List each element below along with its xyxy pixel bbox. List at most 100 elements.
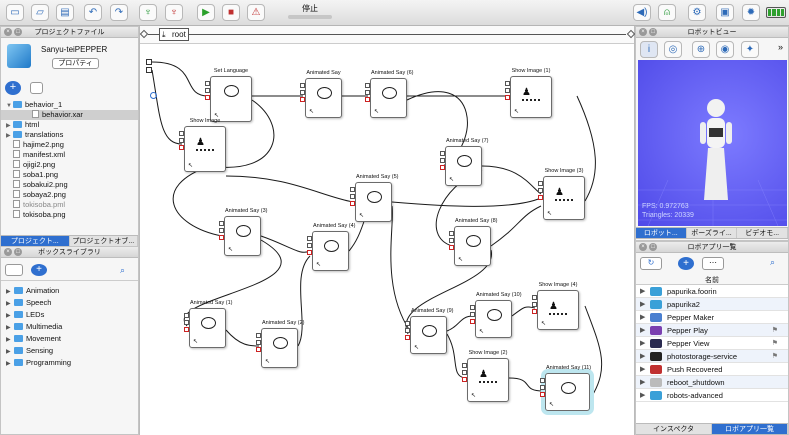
- tree-item-file[interactable]: behavior.xar: [1, 110, 138, 120]
- expand-arrow-icon[interactable]: ▶: [640, 392, 646, 399]
- library-category[interactable]: ▶Speech: [1, 297, 138, 309]
- connection-wire[interactable]: [576, 95, 596, 202]
- onstart-port[interactable]: [300, 83, 305, 88]
- onstop-port[interactable]: [184, 327, 189, 332]
- tree-item-folder[interactable]: ▶translations: [1, 130, 138, 140]
- connect-icon[interactable]: ♆: [139, 4, 157, 21]
- connection-wire[interactable]: [390, 205, 411, 332]
- connection-wire[interactable]: [151, 61, 209, 97]
- robot-icon[interactable]: ⍝: [658, 4, 676, 21]
- close-icon[interactable]: ×: [639, 28, 647, 36]
- onstart-port[interactable]: [532, 295, 537, 300]
- onstart-port[interactable]: [184, 313, 189, 318]
- connection-wire[interactable]: [225, 329, 260, 347]
- flow-box[interactable]: Animated Say (6)↖: [365, 70, 414, 118]
- column-header-name[interactable]: 名前: [636, 275, 788, 285]
- input-port[interactable]: [470, 312, 475, 317]
- onstart-port[interactable]: [540, 378, 545, 383]
- tree-item-file[interactable]: manifest.xml: [1, 150, 138, 160]
- onstop-port[interactable]: [440, 165, 445, 170]
- tree-item-folder[interactable]: ▶html: [1, 120, 138, 130]
- tree-item-file[interactable]: tokisoba.pml: [1, 200, 138, 210]
- robot-app-row[interactable]: ▶Pepper View⚑: [636, 337, 788, 350]
- robot-app-row[interactable]: ▶Pepper Maker: [636, 311, 788, 324]
- tree-item-file[interactable]: sobakui2.png: [1, 180, 138, 190]
- float-icon[interactable]: □: [14, 248, 22, 256]
- input-port[interactable]: [532, 302, 537, 307]
- disclosure-triangle-icon[interactable]: ▶: [6, 337, 11, 343]
- connection-wire[interactable]: [151, 69, 183, 145]
- float-icon[interactable]: □: [14, 28, 22, 36]
- onstop-port[interactable]: [350, 201, 355, 206]
- tree-item-file[interactable]: sobaya2.png: [1, 190, 138, 200]
- disclosure-triangle-icon[interactable]: ▶: [6, 349, 11, 355]
- onstart-port[interactable]: [350, 187, 355, 192]
- refresh-icon[interactable]: ↻: [640, 257, 662, 270]
- close-icon[interactable]: ×: [4, 28, 12, 36]
- onstart-port[interactable]: [179, 131, 184, 136]
- onstop-port[interactable]: [462, 377, 467, 382]
- input-port[interactable]: [179, 138, 184, 143]
- close-icon[interactable]: ×: [4, 248, 12, 256]
- onstop-port[interactable]: [538, 195, 543, 200]
- flow-diagram-canvas[interactable]: ⤓root Set Language↖Animated Say↖Animated…: [139, 26, 636, 435]
- disclosure-triangle-icon[interactable]: ▶: [6, 289, 11, 295]
- onstart-port[interactable]: [205, 81, 210, 86]
- onstart-port[interactable]: [449, 231, 454, 236]
- stop-icon[interactable]: ■: [222, 4, 240, 21]
- library-icon[interactable]: [5, 264, 23, 276]
- disclosure-triangle-icon[interactable]: ▼: [6, 103, 12, 109]
- connection-wire[interactable]: [508, 377, 544, 392]
- library-category[interactable]: ▶LEDs: [1, 309, 138, 321]
- onstop-port[interactable]: [532, 309, 537, 314]
- tab-inspector[interactable]: インスペクタ: [636, 424, 712, 434]
- tree-item-file[interactable]: ojigi2.png: [1, 160, 138, 170]
- connection-wire[interactable]: [584, 305, 603, 397]
- add-icon[interactable]: +: [31, 264, 47, 276]
- onstop-port[interactable]: [307, 250, 312, 255]
- gear-icon[interactable]: ✹: [742, 4, 760, 21]
- onstop-port[interactable]: [219, 235, 224, 240]
- robot-app-row[interactable]: ▶papurika.foorin: [636, 285, 788, 298]
- float-icon[interactable]: □: [649, 28, 657, 36]
- flow-box[interactable]: Show Image (3)♟↖: [538, 168, 585, 220]
- connection-wire[interactable]: [511, 306, 536, 317]
- tab-pose-library[interactable]: ポーズライ...: [686, 228, 738, 238]
- tab-video-monitor[interactable]: ビデオモ...: [737, 228, 789, 238]
- folder-open-icon[interactable]: ▱: [31, 4, 49, 21]
- onstop-port[interactable]: [405, 335, 410, 340]
- flow-box[interactable]: Animated Say (2)↖: [256, 320, 305, 368]
- library-category[interactable]: ▶Multimedia: [1, 321, 138, 333]
- flow-box[interactable]: Set Language↖: [205, 68, 252, 122]
- input-port[interactable]: [505, 88, 510, 93]
- input-port[interactable]: [219, 228, 224, 233]
- tab-robot[interactable]: ロボット...: [636, 228, 687, 238]
- input-port[interactable]: [350, 194, 355, 199]
- search-icon[interactable]: ⌕: [770, 257, 776, 267]
- expand-arrow-icon[interactable]: ▶: [640, 353, 646, 360]
- tab-project-objects[interactable]: プロジェクトオブ...: [69, 236, 138, 246]
- flow-box[interactable]: Animated Say (5)↖: [350, 174, 399, 222]
- tree-item-file[interactable]: soba1.png: [1, 170, 138, 180]
- more-options-icon[interactable]: ⋯: [702, 257, 724, 270]
- input-port[interactable]: [146, 67, 152, 73]
- flow-box[interactable]: Show Image (1)♟↖: [505, 68, 552, 118]
- connection-wire[interactable]: [490, 205, 542, 247]
- robot-app-row[interactable]: ▶robots-advanced: [636, 389, 788, 402]
- warning-icon[interactable]: ⚠: [247, 4, 265, 21]
- info-icon[interactable]: i: [640, 41, 658, 58]
- onstart-port[interactable]: [470, 305, 475, 310]
- search-icon[interactable]: ⌕: [120, 265, 126, 275]
- onstop-port[interactable]: [300, 97, 305, 102]
- input-port[interactable]: [365, 90, 370, 95]
- connection-wire[interactable]: [297, 255, 311, 347]
- flow-box[interactable]: Show Image (2)♟↖: [462, 350, 509, 402]
- input-port[interactable]: [307, 243, 312, 248]
- robot-3d-view[interactable]: FPS: 0.972763 Triangles: 20339: [638, 60, 787, 226]
- onstart-port[interactable]: [505, 81, 510, 86]
- library-category[interactable]: ▶Animation: [1, 285, 138, 297]
- disclosure-triangle-icon[interactable]: ▶: [6, 133, 11, 139]
- onstop-port[interactable]: [205, 95, 210, 100]
- disclosure-triangle-icon[interactable]: ▶: [6, 361, 11, 367]
- input-port[interactable]: [405, 328, 410, 333]
